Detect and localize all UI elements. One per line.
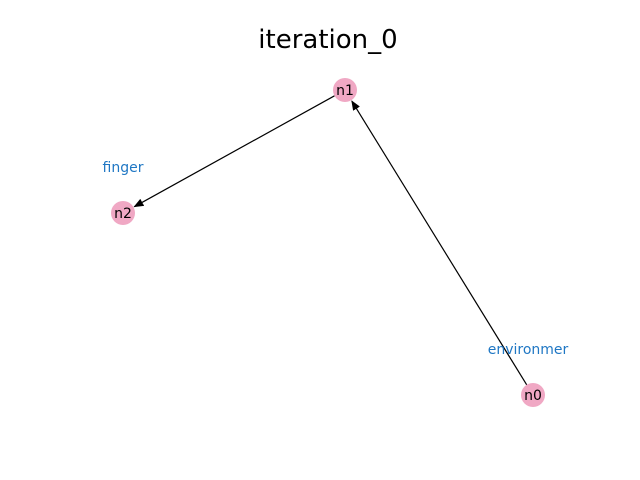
node-circle-n2 <box>111 201 135 225</box>
node-label-n1: n1 <box>336 83 354 99</box>
edge-n1-n2 <box>133 95 335 208</box>
edge-n0-n1 <box>351 100 528 386</box>
node-circle-n0 <box>521 383 545 407</box>
node-n2: n2 <box>111 201 135 225</box>
annotation-n2: finger <box>103 160 144 176</box>
annotations-layer: finger environmer <box>103 160 569 358</box>
node-label-n0: n0 <box>524 388 542 404</box>
diagram-title: iteration_0 <box>258 25 397 55</box>
edges-layer <box>133 95 528 386</box>
nodes-layer: n0 n1 n2 <box>111 78 545 407</box>
node-n0: n0 <box>521 383 545 407</box>
node-circle-n1 <box>333 78 357 102</box>
node-n1: n1 <box>333 78 357 102</box>
node-label-n2: n2 <box>114 206 132 222</box>
annotation-n0: environmer <box>488 342 569 358</box>
